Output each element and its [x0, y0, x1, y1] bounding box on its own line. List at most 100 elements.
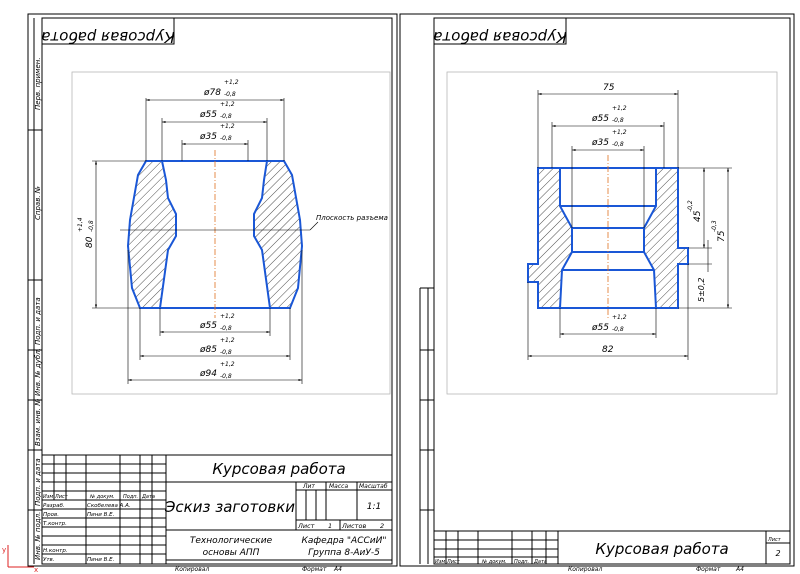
- sheet-2-side-strip: [419, 287, 434, 564]
- tb2-copied: Копировал: [568, 566, 602, 573]
- tb1-utv: Утв.: [43, 557, 55, 563]
- part-1[interactable]: [126, 150, 304, 318]
- side-label-3: Подп. и дата: [34, 297, 42, 345]
- dim-d55b-tol-lo: -0,8: [220, 325, 232, 332]
- sheet-2-frame: [433, 17, 791, 565]
- part-1-hatch-left: [127, 160, 177, 309]
- tb2-sheet-val: 2: [775, 549, 780, 558]
- side-label-7: Инв. № подл.: [34, 512, 42, 560]
- tb1-sheets: Листов: [341, 522, 366, 530]
- tb1-subject-2: основы АПП: [203, 548, 260, 558]
- sheet-1-top-stamp-text: Курсовая работа: [41, 28, 174, 46]
- tb1-copied: Копировал: [175, 566, 209, 573]
- tb2-head-izm: Изм: [435, 559, 445, 565]
- tb1-sheet-val: 1: [328, 522, 332, 530]
- dim2-d35-tol: +1,2: [612, 129, 627, 136]
- sheet-2-outer: [399, 13, 795, 567]
- tb2-head-sign: Подп.: [514, 559, 529, 565]
- dim-d78-tol-lo: -0,8: [224, 91, 236, 98]
- sheet-2-top-stamp: [433, 17, 567, 45]
- part-1-inner-left: [159, 160, 177, 309]
- dim2-d55: ø55: [591, 114, 609, 124]
- origin-axes-icon: y x: [2, 545, 38, 574]
- side-label-4: Инв. № дубл.: [34, 348, 42, 396]
- sheet-1-view-box: [71, 71, 391, 395]
- dim2-d55-tol: +1,2: [612, 105, 627, 112]
- dim-d85-tol-lo: -0,8: [220, 349, 232, 356]
- dim-h80-tol: +1,4: [77, 217, 84, 232]
- dim2-h45-tol: -0,2: [687, 200, 694, 212]
- dim2-h5: 5±0,2: [697, 277, 706, 302]
- tb2-doc-title: Курсовая работа: [595, 540, 728, 558]
- tb1-dept-1: Кафедра "АССиИ": [301, 536, 386, 546]
- dim2-h75: 75: [717, 230, 727, 242]
- parting-leader: [309, 221, 319, 231]
- dim2-d55-tol-lo: -0,8: [612, 117, 624, 124]
- dim2-d55b: ø55: [591, 323, 609, 333]
- tb1-head-date: Дата: [141, 494, 155, 500]
- dim-d35-tol: +1,2: [220, 123, 235, 130]
- dim-d94: ø94: [199, 369, 217, 379]
- dim-h80-tol-lo: -0,8: [88, 220, 95, 232]
- part-2[interactable]: [527, 155, 689, 318]
- dim-d55-tol-lo: -0,8: [220, 113, 232, 120]
- sheet-1-title-block: Курсовая работа Эскиз заготовки Технолог…: [41, 454, 393, 565]
- tb2-head-list: Лист: [446, 559, 461, 565]
- tb1-razrab: Разраб.: [43, 503, 65, 509]
- dim2-h45: 45: [693, 210, 703, 222]
- sheet-1-top-stamp: [41, 17, 175, 45]
- tb1-format: Формат: [302, 566, 327, 573]
- tb1-sheet: Лист: [297, 522, 315, 530]
- dim2-h75-tol: -0,3: [711, 220, 718, 232]
- tb1-scale-val: 1:1: [367, 502, 381, 512]
- tb1-head-list: Лист: [54, 494, 69, 500]
- sheet-2-dimensions: 75 ø55 +1,2 -0,8 ø35 +1,2 -0,8 ø55 +1,2 …: [527, 83, 732, 360]
- sheet-1-outer: [27, 13, 398, 567]
- dim-d94-tol-lo: -0,8: [220, 373, 232, 380]
- dim-d94-tol: +1,2: [220, 361, 235, 368]
- tb1-drawing-name: Эскиз заготовки: [164, 498, 295, 516]
- sheet-1-dimensions: ø78 +1,2 -0,8 ø55 +1,2 -0,8 ø35 +1,2 -0,…: [77, 79, 303, 384]
- tb1-sheets-val: 2: [380, 522, 384, 530]
- part-1-inner-right: [253, 160, 271, 309]
- tb2-head-doc: № докум.: [481, 559, 507, 565]
- sheet-1: Курсовая работа Перв. примен. Справ. № П…: [27, 13, 398, 573]
- tb1-dept-2: Группа 8-АиУ-5: [308, 548, 380, 558]
- dim-d78-tol: +1,2: [224, 79, 239, 86]
- sheet-2-view-box: [446, 71, 778, 395]
- dim2-d35: ø35: [591, 138, 609, 148]
- side-label-2: Справ. №: [34, 186, 42, 220]
- part-2-inner-left: [559, 168, 573, 309]
- tb2-head-date: Дата: [533, 559, 547, 565]
- tb1-format-val: А4: [333, 566, 342, 573]
- tb1-doc-title: Курсовая работа: [212, 460, 345, 478]
- dim-d55-tol: +1,2: [220, 101, 235, 108]
- part-2-hatch-right: [643, 167, 689, 309]
- tb2-sheet: Лист: [767, 537, 782, 543]
- tb1-head-izm: Изм: [43, 494, 53, 500]
- sheet-2-top-stamp-text: Курсовая работа: [433, 28, 566, 46]
- tb2-format-val: А4: [735, 566, 744, 573]
- part-2-inner-right: [643, 168, 657, 309]
- part-1-hatch-right: [253, 160, 303, 309]
- part-2-hatch-left: [527, 167, 573, 309]
- tb1-utv-name: Пини В.Е.: [87, 557, 115, 563]
- side-label-6: Подп. и дата: [34, 458, 42, 506]
- dim2-w82: 82: [602, 345, 614, 355]
- sheet-1-side-strip: Перв. примен. Справ. № Подп. и дата Инв.…: [28, 18, 42, 564]
- dim-h80: 80: [85, 236, 95, 248]
- dim-d85-tol: +1,2: [220, 337, 235, 344]
- side-label-1: Перв. примен.: [34, 57, 42, 110]
- sheet-2: Курсовая работа: [399, 13, 795, 573]
- tb1-mass: Масса: [329, 483, 348, 490]
- tb1-subject-1: Технологические: [190, 536, 273, 546]
- tb2-format: Формат: [696, 566, 721, 573]
- dim-d78: ø78: [203, 88, 221, 98]
- dim-d35: ø35: [199, 132, 217, 142]
- origin-x-label: x: [34, 566, 38, 574]
- tb1-tkontr: Т.контр.: [43, 521, 67, 527]
- tb1-prov: Пров.: [43, 512, 59, 518]
- tb1-head-doc: № докум.: [89, 494, 115, 500]
- origin-y-label: y: [2, 546, 6, 554]
